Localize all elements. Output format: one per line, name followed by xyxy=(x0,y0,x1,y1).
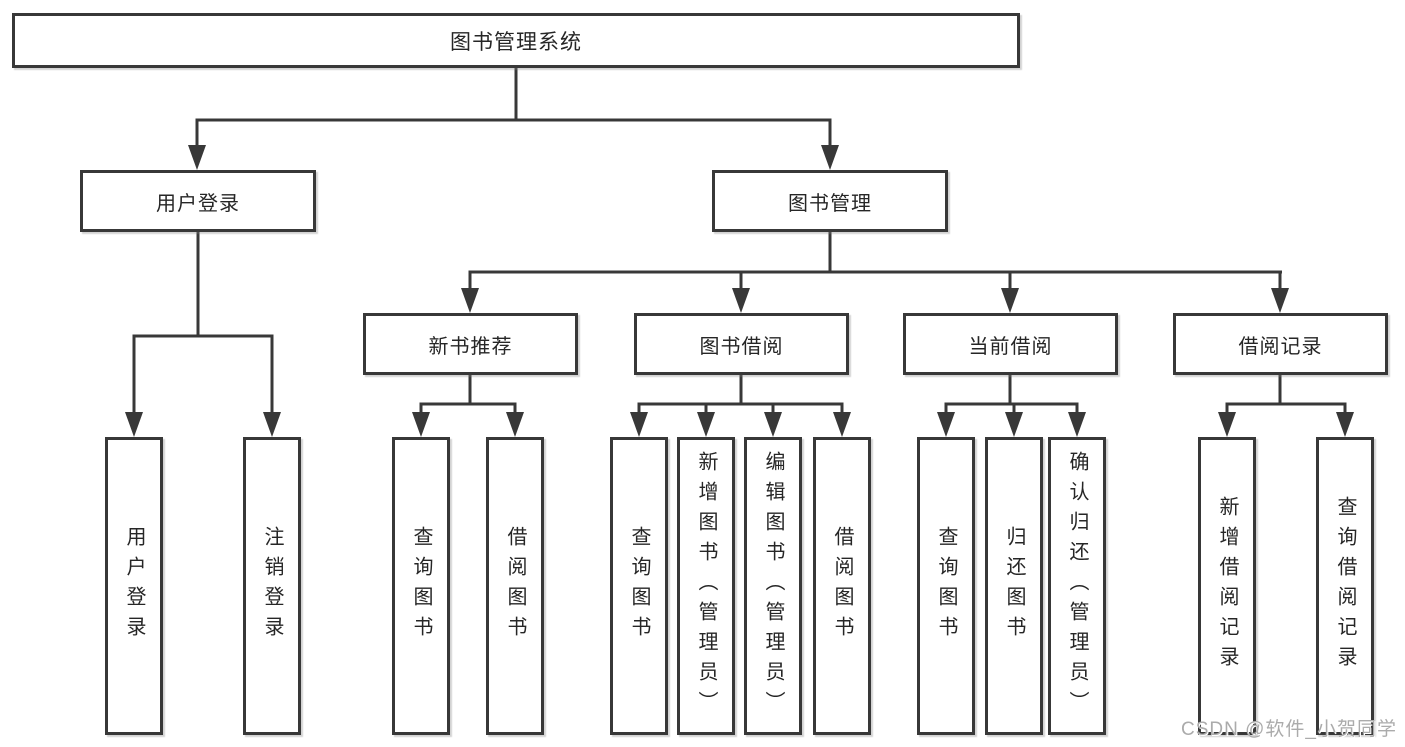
node-root-library-system: 图书管理系统 xyxy=(12,13,1020,68)
leaf-query-books-current: 查询图书 xyxy=(917,437,975,735)
leaf-edit-books-admin: 编辑图书（管理员） xyxy=(744,437,802,735)
connector-book-borrow-children xyxy=(637,375,844,415)
connector-user-login-children xyxy=(132,232,274,414)
leaf-return-books: 归还图书 xyxy=(985,437,1043,735)
leaf-logout-login: 注销登录 xyxy=(243,437,301,735)
connector-root-to-level2 xyxy=(195,68,832,147)
connector-current-borrow-children xyxy=(944,375,1079,415)
leaf-query-borrow-record: 查询借阅记录 xyxy=(1316,437,1374,735)
connector-book-management-to-level3 xyxy=(468,232,1282,291)
leaf-borrow-books-borrow: 借阅图书 xyxy=(813,437,871,735)
leaf-borrow-books-newrec: 借阅图书 xyxy=(486,437,544,735)
node-book-management: 图书管理 xyxy=(712,170,948,232)
watermark-csdn: CSDN @软件_小贺同学 xyxy=(1181,719,1397,740)
leaf-add-books-admin: 新增图书（管理员） xyxy=(677,437,735,735)
node-new-book-recommend: 新书推荐 xyxy=(363,313,578,375)
connector-borrow-records-children xyxy=(1225,375,1347,415)
leaf-add-borrow-record: 新增借阅记录 xyxy=(1198,437,1256,735)
node-borrow-records: 借阅记录 xyxy=(1173,313,1388,375)
leaf-user-login: 用户登录 xyxy=(105,437,163,735)
node-user-login: 用户登录 xyxy=(80,170,316,232)
leaf-confirm-return-admin: 确认归还（管理员） xyxy=(1048,437,1106,735)
node-book-borrow: 图书借阅 xyxy=(634,313,849,375)
node-current-borrow: 当前借阅 xyxy=(903,313,1118,375)
leaf-query-books-borrow: 查询图书 xyxy=(610,437,668,735)
connector-new-book-children xyxy=(419,375,517,415)
leaf-query-books-newrec: 查询图书 xyxy=(392,437,450,735)
